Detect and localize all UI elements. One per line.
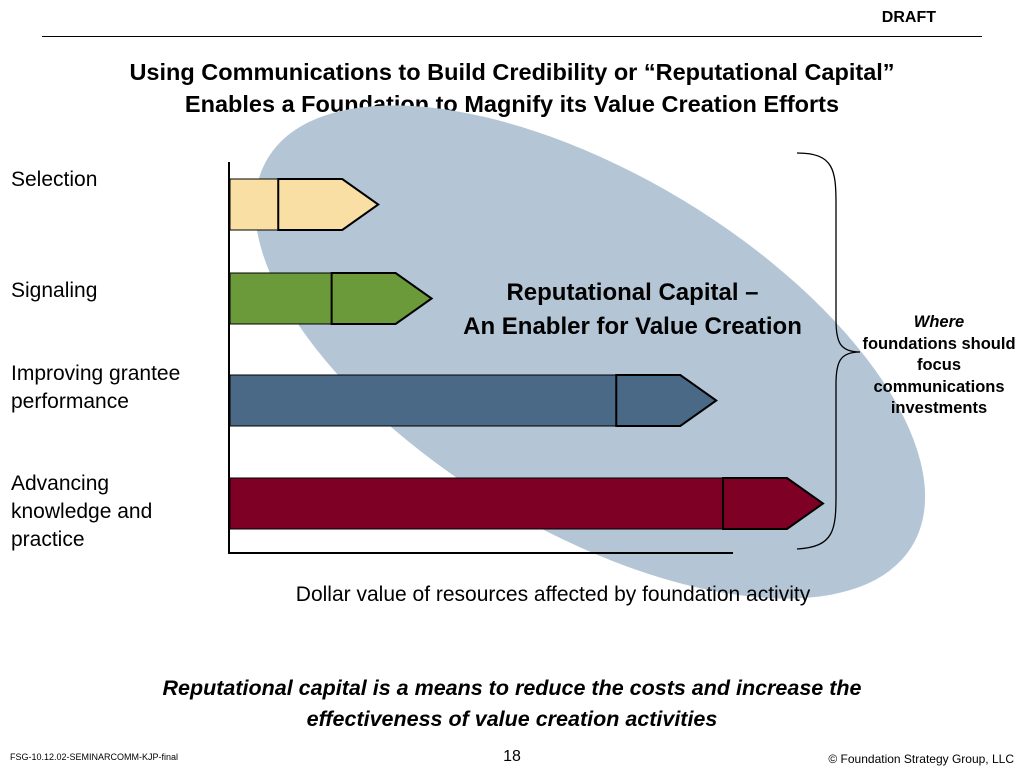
center-label: Reputational Capital – An Enabler for Va…: [420, 276, 845, 344]
right-brace: [796, 152, 861, 550]
page-number: 18: [503, 748, 521, 765]
header-rule: [42, 36, 982, 37]
category-label-line: Selection: [11, 168, 98, 191]
bar-body-1: [229, 178, 279, 231]
category-label-line: performance: [11, 390, 129, 413]
bar-arrowhead-1: [277, 178, 380, 231]
category-label-line: Signaling: [11, 279, 98, 302]
category-label-line: Improving grantee: [11, 362, 181, 385]
category-label-2: Signaling: [11, 277, 97, 305]
category-label-line: Advancing: [11, 472, 110, 495]
conclusion-line-2: effectiveness of value creation activiti…: [306, 707, 718, 731]
category-label-1: Selection: [11, 166, 97, 194]
footer-document-id: FSG-10.12.02-SEMINARCOMM-KJP-final: [10, 752, 179, 762]
center-label-line-1: Reputational Capital –: [506, 279, 759, 306]
slide-title-line-1: Using Communications to Build Credibilit…: [129, 59, 895, 85]
category-label-3: Improving grantee performance: [11, 360, 180, 416]
category-label-line: practice: [11, 528, 85, 551]
conclusion-text: Reputational capital is a means to reduc…: [0, 673, 1024, 735]
category-label-4: Advancing knowledge and practice: [11, 470, 152, 554]
bar-arrowhead-2: [330, 272, 434, 325]
reputational-capital-ellipse: [254, 105, 926, 599]
bar-body-2: [229, 272, 333, 325]
bar-arrowhead-3: [615, 374, 718, 427]
slide-title: Using Communications to Build Credibilit…: [0, 56, 1024, 120]
draft-label: DRAFT: [881, 9, 936, 26]
bar-body-4: [229, 477, 724, 530]
center-label-line-2: An Enabler for Value Creation: [463, 313, 802, 340]
category-label-line: knowledge and: [11, 500, 153, 523]
x-axis-label: Dollar value of resources affected by fo…: [295, 583, 811, 606]
bar-body-3: [229, 374, 617, 427]
bar-arrowhead-4: [722, 477, 825, 530]
brace-note: Where foundations should focus communica…: [856, 312, 1022, 420]
footer-copyright: © Foundation Strategy Group, LLC: [828, 752, 1014, 766]
conclusion-line-1: Reputational capital is a means to reduc…: [162, 676, 862, 700]
brace-note-text: foundations should focus communications …: [862, 334, 1016, 418]
brace-note-emphasis: Where: [913, 313, 965, 331]
slide-title-line-2: Enables a Foundation to Magnify its Valu…: [184, 91, 840, 117]
